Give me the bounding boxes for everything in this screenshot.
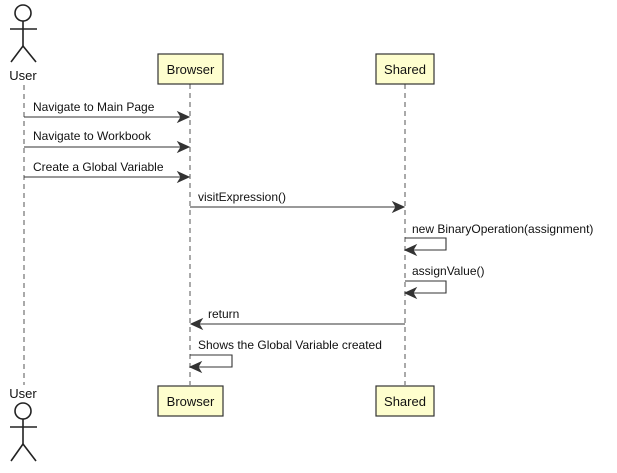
message-assign-value: assignValue() (403, 264, 484, 300)
browser-label-bottom: Browser (167, 394, 215, 409)
user-actor-bottom (10, 402, 37, 462)
message-shows-global-variable: Shows the Global Variable created (188, 338, 382, 374)
message-label: new BinaryOperation(assignment) (412, 222, 593, 236)
shared-label-top: Shared (384, 62, 426, 77)
message-label: Shows the Global Variable created (198, 338, 382, 352)
arrowhead-icon (189, 317, 204, 331)
arrowhead-icon (391, 200, 406, 214)
browser-box-bottom (157, 385, 224, 417)
arrowhead-icon (188, 360, 203, 374)
message-visit-expression: visitExpression() (190, 190, 406, 214)
user-head-icon (14, 4, 32, 22)
shared-box-bottom (375, 385, 435, 417)
arrowhead-icon (176, 140, 191, 154)
message-label: visitExpression() (198, 190, 286, 204)
shared-label-bottom: Shared (384, 394, 426, 409)
message-create-global-variable: Create a Global Variable (24, 160, 191, 184)
message-label: assignValue() (412, 264, 484, 278)
arrowhead-icon (403, 286, 418, 300)
user-label-top: User (9, 68, 37, 83)
arrowhead-icon (403, 243, 418, 257)
message-navigate-main: Navigate to Main Page (24, 100, 191, 124)
message-navigate-workbook: Navigate to Workbook (24, 129, 191, 154)
message-label: return (208, 307, 239, 321)
message-return: return (189, 307, 405, 331)
message-label: Navigate to Workbook (33, 129, 152, 143)
arrowhead-icon (176, 110, 191, 124)
message-label: Navigate to Main Page (33, 100, 155, 114)
message-label: Create a Global Variable (33, 160, 164, 174)
shared-box-top (375, 53, 435, 85)
arrowhead-icon (176, 170, 191, 184)
user-label-bottom: User (9, 386, 37, 401)
browser-label-top: Browser (167, 62, 215, 77)
user-actor-top (10, 4, 37, 63)
browser-box-top (157, 53, 224, 85)
message-new-binary-operation: new BinaryOperation(assignment) (403, 222, 593, 257)
user-head-icon (14, 402, 32, 420)
